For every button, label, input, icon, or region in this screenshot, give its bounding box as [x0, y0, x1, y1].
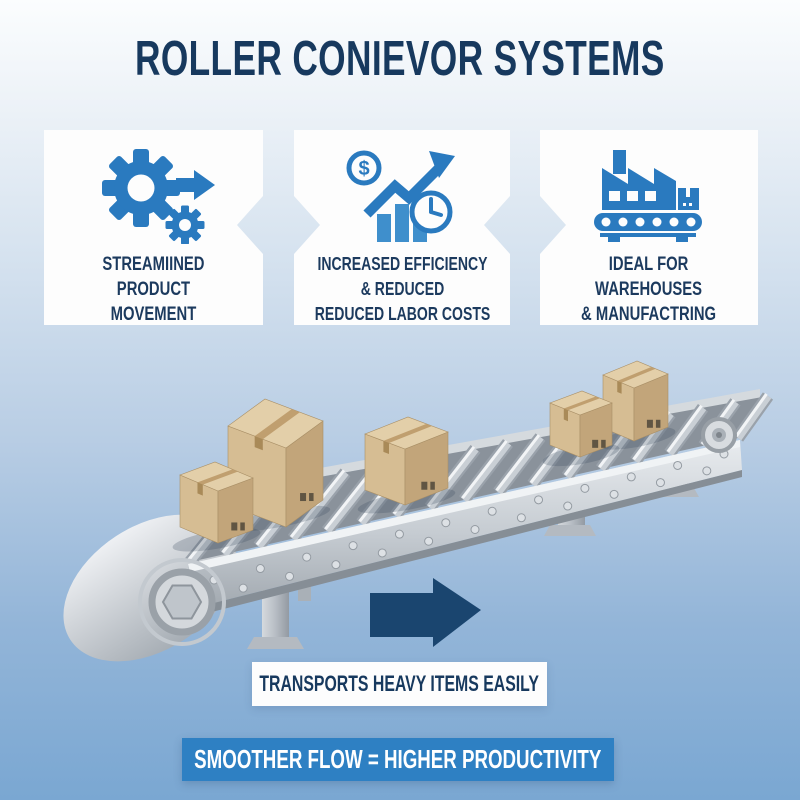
transport-banner: TRANSPORTS HEAVY ITEMS EASILY: [252, 662, 547, 706]
factory-conveyor-icon-svg: [594, 150, 702, 242]
factory-windows: [609, 188, 692, 206]
front-rail-highlight: [188, 440, 740, 572]
card1-line2: PRODUCT: [116, 279, 191, 300]
end-cap-hub: [138, 558, 226, 646]
dollar-growth-clock-icon-svg: $: [341, 144, 463, 244]
card2-line2: & REDUCED: [360, 279, 444, 299]
page-title: ROLLER CONIEVOR SYSTEMS: [0, 30, 800, 88]
right-arrow-glyph: [176, 170, 215, 200]
feature-card-streamlined-movement: STREAMIINED PRODUCT MOVEMENT: [44, 130, 263, 325]
feature-card-warehouses: IDEAL FOR WAREHOUSES & MANUFACTRING: [540, 130, 758, 325]
conveyor-right-end-cap: [701, 417, 737, 453]
card1-line1: STREAMIINED: [102, 254, 205, 275]
cardboard-box: [602, 360, 669, 442]
dollar-coin-glyph: $: [349, 153, 379, 183]
front-rail-bottom-edge: [194, 470, 742, 616]
cardboard-box: [549, 390, 613, 458]
card2-line1: INCREASED EFFICIENCY: [316, 254, 488, 274]
gears-arrow-icon-svg: [93, 144, 215, 244]
page-title-text: ROLLER CONIEVOR SYSTEMS: [135, 32, 665, 86]
gears-arrow-icon: [93, 144, 215, 244]
dollar-growth-clock-icon: $: [341, 144, 463, 244]
card3-line3: & MANUFACTRING: [581, 304, 717, 325]
factory-glyph: [602, 150, 699, 210]
conveyor-front-rail: [188, 440, 742, 608]
front-rail-rivets: [209, 449, 729, 593]
clock-glyph: [412, 193, 450, 231]
growth-arrow-glyph: [367, 151, 455, 214]
small-gear: [165, 206, 204, 245]
card2-line3: REDUCED LABOR COSTS: [314, 304, 490, 324]
cardboard-box: [179, 461, 254, 544]
card1-line3: MOVEMENT: [110, 304, 197, 325]
card3-line1: IDEAL FOR: [609, 254, 689, 275]
card-text: STREAMIINED PRODUCT MOVEMENT: [88, 252, 219, 327]
card-text: INCREASED EFFICIENCY & REDUCED REDUCED L…: [290, 252, 515, 327]
factory-conveyor-icon: [588, 144, 710, 244]
svg-text:$: $: [358, 158, 369, 180]
cardboard-box: [364, 416, 449, 506]
cardboard-boxes: [179, 360, 669, 544]
productivity-banner: SMOOTHER FLOW = HIGHER PRODUCTIVITY: [182, 738, 614, 781]
conveyor-illustration: [63, 360, 774, 662]
large-gear: [102, 149, 180, 227]
productivity-banner-text: SMOOTHER FLOW = HIGHER PRODUCTIVITY: [194, 744, 602, 774]
card-text: IDEAL FOR WAREHOUSES & MANUFACTRING: [562, 252, 735, 325]
card3-line2: WAREHOUSES: [595, 279, 703, 300]
mini-conveyor-glyph: [594, 213, 702, 242]
flow-direction-arrow: [370, 578, 481, 647]
feature-card-efficiency: $ INCREASED EFFICIENCY & REDUCED REDUCED…: [294, 130, 510, 325]
transport-banner-text: TRANSPORTS HEAVY ITEMS EASILY: [259, 671, 540, 696]
